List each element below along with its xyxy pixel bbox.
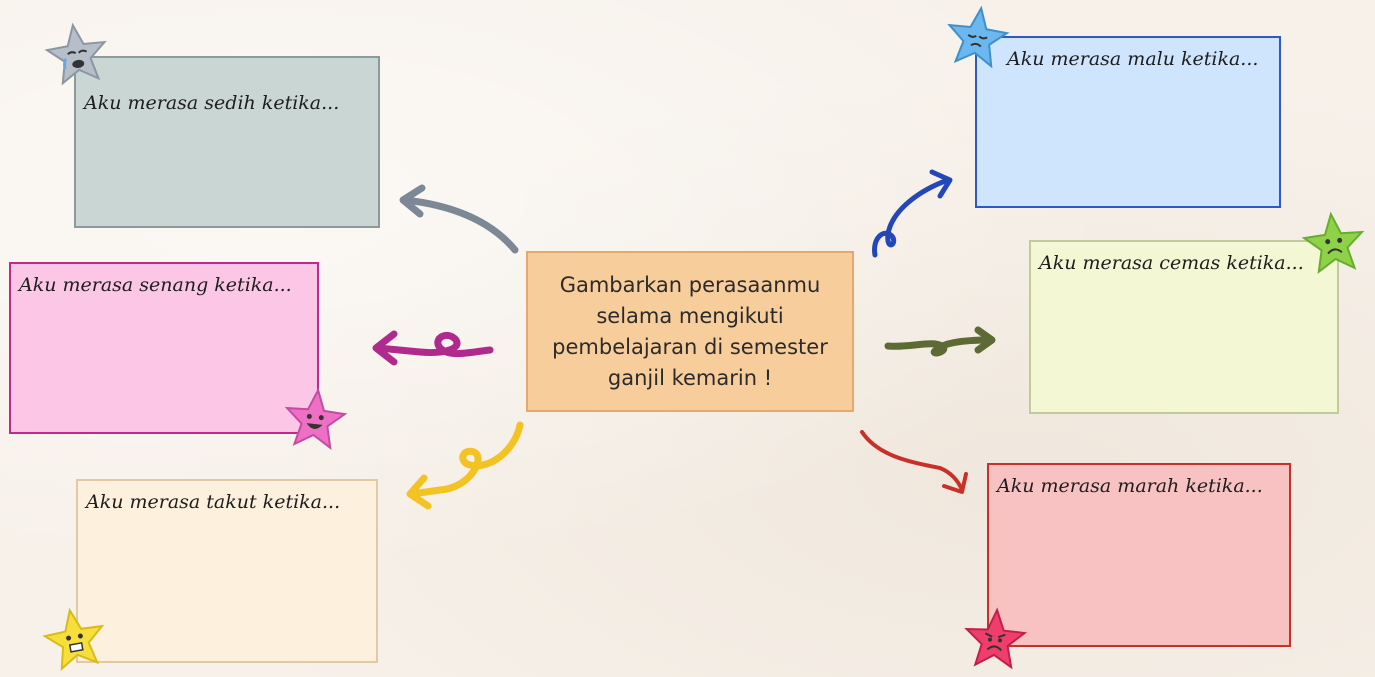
card-malu: Aku merasa malu ketika... (975, 36, 1281, 208)
scared-star-icon (42, 607, 105, 672)
card-sedih: Aku merasa sedih ketika... (74, 56, 380, 228)
arrow-to-senang (372, 330, 494, 366)
center-prompt-text: Gambarkan perasaanmu selama mengikuti pe… (552, 272, 828, 390)
card-senang-label: Aku merasa senang ketika... (19, 274, 292, 296)
card-sedih-label: Aku merasa sedih ketika... (84, 92, 340, 114)
card-senang: Aku merasa senang ketika... (9, 262, 319, 434)
center-prompt-box: Gambarkan perasaanmu selama mengikuti pe… (526, 251, 854, 412)
card-takut-label: Aku merasa takut ketika... (86, 491, 341, 513)
arrow-to-takut (406, 421, 524, 510)
happy-star-icon (284, 387, 348, 450)
shy-star-icon (947, 5, 1010, 69)
arrow-to-malu (872, 169, 953, 258)
card-takut: Aku merasa takut ketika... (76, 479, 378, 663)
arrow-to-sedih (399, 184, 519, 254)
card-marah-label: Aku merasa marah ketika... (997, 475, 1263, 497)
card-cemas: Aku merasa cemas ketika... (1029, 240, 1339, 414)
arrow-to-marah (860, 430, 968, 494)
card-malu-label: Aku merasa malu ketika... (1007, 48, 1259, 70)
card-marah: Aku merasa marah ketika... (987, 463, 1291, 647)
worried-star-icon (1301, 211, 1365, 274)
sad-star-icon (44, 22, 107, 86)
card-cemas-label: Aku merasa cemas ketika... (1039, 252, 1304, 274)
arrow-to-cemas (884, 326, 996, 357)
angry-star-icon (964, 607, 1028, 670)
